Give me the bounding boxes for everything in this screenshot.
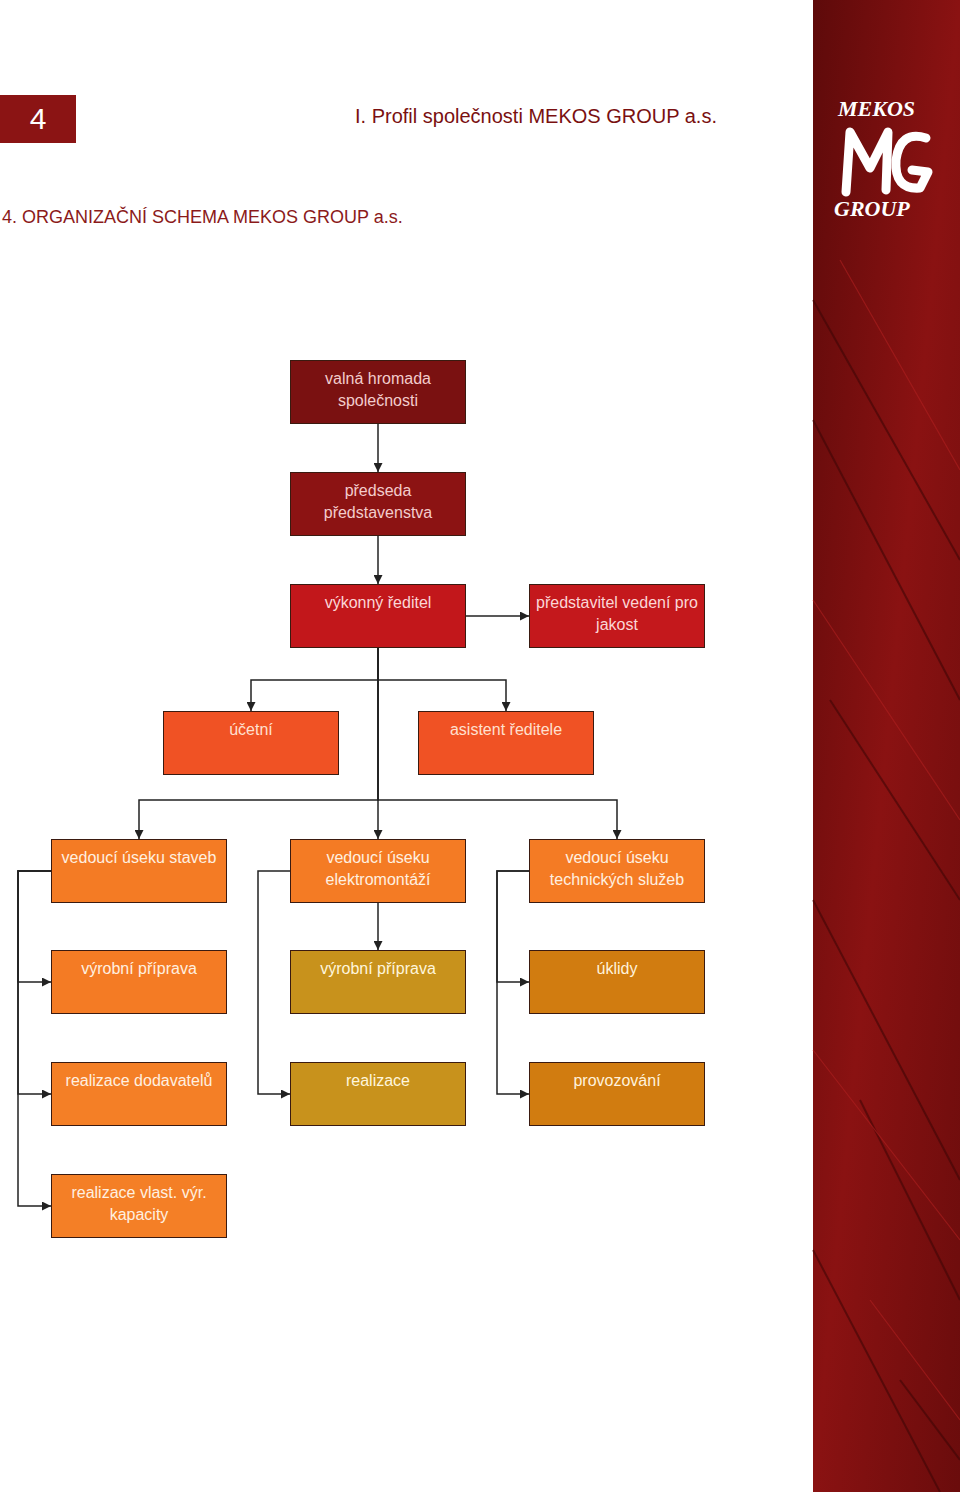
org-box: vedoucí úseku technických služeb xyxy=(529,839,705,903)
box-text: realizace xyxy=(295,1070,461,1092)
box-text: vedoucí úseku staveb xyxy=(56,847,222,869)
box-text: provozování xyxy=(534,1070,700,1092)
org-box: realizace vlast. výr. kapacity xyxy=(51,1174,227,1238)
connector xyxy=(378,648,506,711)
box-text: výrobní příprava xyxy=(295,958,461,980)
org-box: realizace dodavatelů xyxy=(51,1062,227,1126)
connector xyxy=(377,424,379,472)
org-box: úklidy xyxy=(529,950,705,1014)
org-box: předseda představenstva xyxy=(290,472,466,536)
box-text: předseda představenstva xyxy=(295,480,461,524)
org-box: výrobní příprava xyxy=(290,950,466,1014)
org-box: asistent ředitele xyxy=(418,711,594,775)
box-text: výkonný ředitel xyxy=(295,592,461,614)
box-text: realizace vlast. výr. kapacity xyxy=(56,1182,222,1226)
connector xyxy=(18,871,51,982)
box-text: výrobní příprava xyxy=(56,958,222,980)
box-text: valná hromada společnosti xyxy=(295,368,461,412)
logo-mark xyxy=(846,132,928,192)
connector xyxy=(497,871,529,1094)
logo-word: MEKOS xyxy=(838,96,915,122)
box-text: asistent ředitele xyxy=(423,719,589,741)
org-box: vedoucí úseku elektromontáží xyxy=(290,839,466,903)
band-ground xyxy=(813,0,960,1492)
page-number-box xyxy=(0,95,76,143)
org-box: realizace xyxy=(290,1062,466,1126)
org-box: výrobní příprava xyxy=(51,950,227,1014)
connector xyxy=(258,871,290,1094)
box-text: vedoucí úseku technických služeb xyxy=(534,847,700,891)
org-box: představitel vedení pro jakost xyxy=(529,584,705,648)
connector xyxy=(377,536,379,584)
page-number: 4 xyxy=(0,95,76,143)
connector xyxy=(139,648,378,839)
connector xyxy=(251,648,378,711)
section-heading: I. Profil společnosti MEKOS GROUP a.s. xyxy=(355,105,717,128)
band-texture xyxy=(813,260,960,1420)
box-text: realizace dodavatelů xyxy=(56,1070,222,1092)
connector xyxy=(18,871,51,1094)
connector xyxy=(466,615,529,617)
org-box: účetní xyxy=(163,711,339,775)
box-text: představitel vedení pro jakost xyxy=(534,592,700,636)
connector xyxy=(18,871,51,1206)
box-text: úklidy xyxy=(534,958,700,980)
org-box: vedoucí úseku staveb xyxy=(51,839,227,903)
org-box: výkonný ředitel xyxy=(290,584,466,648)
box-text: vedoucí úseku elektromontáží xyxy=(295,847,461,891)
band-texture xyxy=(813,300,960,1492)
connector xyxy=(377,903,379,950)
org-box: provozování xyxy=(529,1062,705,1126)
org-box: valná hromada společnosti xyxy=(290,360,466,424)
box-text: účetní xyxy=(168,719,334,741)
connector xyxy=(378,648,617,839)
logo-word: GROUP xyxy=(834,196,910,222)
page-title: 4. ORGANIZAČNÍ SCHEMA MEKOS GROUP a.s. xyxy=(2,207,403,228)
connector xyxy=(497,871,529,982)
